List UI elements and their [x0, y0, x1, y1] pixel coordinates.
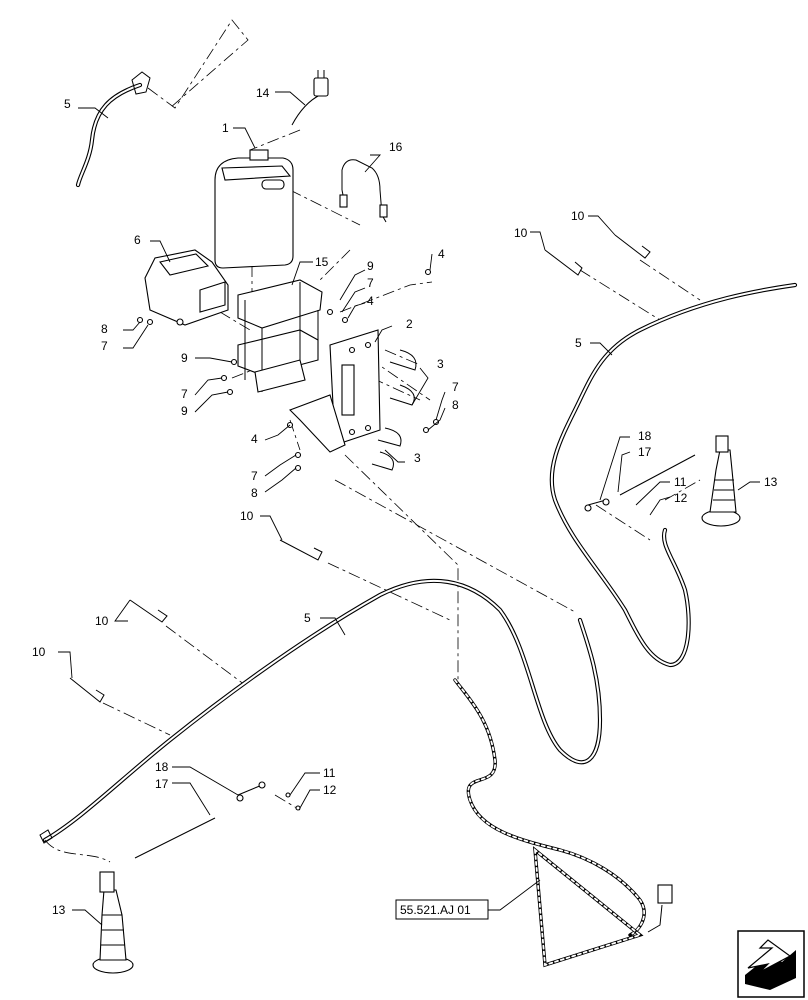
callout-4: 4	[367, 294, 374, 308]
callout-8: 8	[452, 398, 459, 412]
callout-8: 8	[101, 322, 108, 336]
callout-2: 2	[406, 317, 413, 331]
callout-7: 7	[101, 339, 108, 353]
callout-9: 9	[367, 259, 374, 273]
pump-unit	[144, 249, 229, 326]
callout-10: 10	[95, 614, 109, 628]
hose-5-right	[549, 282, 798, 668]
callout-10: 10	[240, 509, 254, 523]
arrow-navigation-icon[interactable]	[737, 930, 805, 998]
callout-7: 7	[367, 276, 374, 290]
mount-plate	[289, 329, 381, 453]
joystick-lower	[92, 871, 134, 974]
callout-5: 5	[575, 336, 582, 350]
fasteners	[136, 268, 440, 472]
callout-15: 15	[315, 255, 329, 269]
callout-4: 4	[251, 432, 258, 446]
callout-14: 14	[256, 86, 270, 100]
callout-6: 6	[134, 233, 141, 247]
rod-assembly-lower	[134, 781, 301, 859]
callout-7: 7	[251, 469, 258, 483]
callout-10: 10	[571, 209, 585, 223]
callout-4: 4	[438, 247, 445, 261]
carry-handle	[339, 159, 388, 223]
callout-16: 16	[389, 140, 403, 154]
rod-assembly-right	[584, 454, 696, 512]
callout-3: 3	[437, 357, 444, 371]
callout-5: 5	[304, 611, 311, 625]
callout-9: 9	[181, 351, 188, 365]
callout-3: 3	[414, 451, 421, 465]
alignment-lines	[102, 19, 701, 811]
hose-5-top-left	[75, 71, 151, 188]
callout-5: 5	[64, 97, 71, 111]
callout-13: 13	[52, 903, 66, 917]
callout-17: 17	[155, 777, 169, 791]
callout-12: 12	[674, 491, 688, 505]
callout-18: 18	[155, 760, 169, 774]
reference-link[interactable]: 55.521.AJ 01	[395, 899, 489, 920]
callout-8: 8	[251, 486, 258, 500]
bracket-frame	[237, 279, 323, 393]
callout-11: 11	[674, 475, 687, 489]
hose-5-lower	[39, 578, 603, 844]
hose-tail-dashed	[44, 839, 111, 863]
reference-label[interactable]: 55.521.AJ 01	[400, 903, 471, 917]
joystick-right	[701, 435, 741, 527]
callout-9: 9	[181, 404, 188, 418]
callout-10: 10	[514, 226, 528, 240]
callout-labels: 5 14 1 16 6 15 9 7 4 4 2 8 7 3 9 7 9 7 8…	[32, 86, 778, 917]
callout-13: 13	[764, 475, 778, 489]
callout-1: 1	[222, 121, 229, 135]
callout-12: 12	[323, 783, 337, 797]
callout-17: 17	[638, 445, 652, 459]
callout-18: 18	[638, 429, 652, 443]
harness-14	[291, 70, 329, 126]
callout-11: 11	[323, 766, 336, 780]
leader-lines	[58, 91, 760, 926]
callout-7: 7	[181, 387, 188, 401]
fluid-tank	[214, 149, 294, 269]
callout-10: 10	[32, 645, 46, 659]
hose-clips	[69, 234, 651, 703]
harness-dotted	[453, 678, 673, 968]
callout-7: 7	[452, 380, 459, 394]
